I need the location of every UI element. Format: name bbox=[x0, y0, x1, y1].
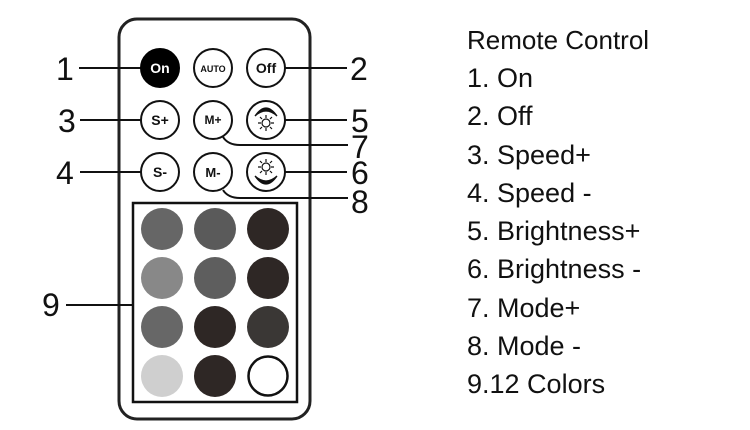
legend-item-speed-down: 4. Speed - bbox=[467, 177, 592, 208]
color-button-4[interactable] bbox=[141, 257, 183, 299]
off-label: Off bbox=[256, 60, 277, 76]
on-button[interactable]: On bbox=[140, 48, 180, 88]
legend-item-on: 1. On bbox=[467, 63, 534, 93]
callout-9: 9 bbox=[42, 287, 60, 323]
brightness-down-icon bbox=[254, 159, 278, 185]
mode-up-button[interactable]: M+ bbox=[193, 100, 233, 140]
mode-down-label: M- bbox=[205, 165, 220, 180]
legend-item-brightness-down: 6. Brightness - bbox=[467, 254, 642, 285]
callout-7: 7 bbox=[351, 129, 369, 165]
callout-5: 5 bbox=[351, 103, 369, 139]
color-button-2[interactable] bbox=[194, 208, 236, 250]
callout-8: 8 bbox=[351, 184, 369, 220]
legend-item-brightness-up: 5. Brightness+ bbox=[467, 216, 641, 247]
color-button-1[interactable] bbox=[141, 208, 183, 250]
leader-lines bbox=[66, 67, 348, 306]
mode-up-label: M+ bbox=[204, 113, 221, 127]
on-label: On bbox=[150, 60, 169, 76]
callout-1: 1 bbox=[56, 51, 74, 87]
color-button-7[interactable] bbox=[141, 306, 183, 348]
brightness-down-button[interactable] bbox=[246, 152, 286, 192]
callout-6: 6 bbox=[351, 155, 369, 191]
speed-down-button[interactable]: S- bbox=[140, 152, 180, 192]
speed-up-button[interactable]: S+ bbox=[140, 100, 180, 140]
color-button-12[interactable] bbox=[247, 355, 289, 397]
legend-title: Remote Control bbox=[467, 25, 650, 55]
auto-label: AUTO bbox=[200, 64, 225, 74]
legend-item-speed-up: 3. Speed+ bbox=[467, 139, 591, 170]
mode-down-button[interactable]: M- bbox=[193, 152, 233, 192]
legend: Remote Control 1. On 2. Off 3. Speed+ 4.… bbox=[467, 22, 649, 404]
color-grid bbox=[141, 208, 289, 397]
color-button-10[interactable] bbox=[141, 355, 183, 397]
callout-4: 4 bbox=[56, 155, 74, 191]
brightness-up-icon bbox=[254, 107, 278, 131]
brightness-up-button[interactable] bbox=[246, 100, 286, 140]
color-button-11[interactable] bbox=[194, 355, 236, 397]
legend-item-colors: 9.12 Colors bbox=[467, 369, 606, 400]
color-button-5[interactable] bbox=[194, 257, 236, 299]
callout-2: 2 bbox=[350, 51, 368, 87]
color-button-6[interactable] bbox=[247, 257, 289, 299]
speed-down-label: S- bbox=[153, 164, 167, 180]
color-button-3[interactable] bbox=[247, 208, 289, 250]
auto-button[interactable]: AUTO bbox=[193, 48, 233, 88]
off-button[interactable]: Off bbox=[246, 48, 286, 88]
color-button-8[interactable] bbox=[194, 306, 236, 348]
legend-item-off: 2. Off bbox=[467, 101, 533, 132]
legend-item-mode-down: 8. Mode - bbox=[467, 331, 582, 362]
legend-item-mode-up: 7. Mode+ bbox=[467, 292, 581, 323]
color-button-9[interactable] bbox=[247, 306, 289, 348]
callout-3: 3 bbox=[58, 103, 76, 139]
speed-up-label: S+ bbox=[151, 112, 169, 128]
